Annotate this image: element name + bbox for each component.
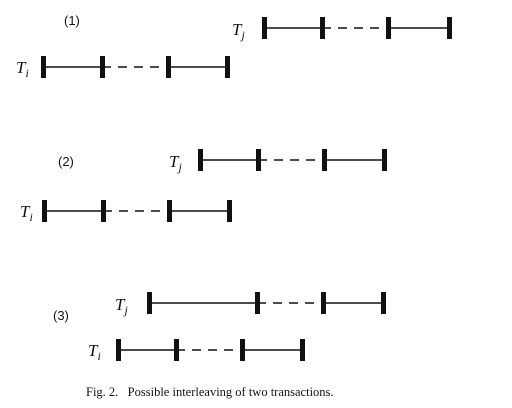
panel-1-ti-tick-1 xyxy=(41,56,46,78)
panel-1-ti-tick-2 xyxy=(100,56,105,78)
panel-3-tj-label: Tj xyxy=(115,295,128,317)
panel-3-tj-tick-1 xyxy=(147,292,152,314)
panel-3-label: (3) xyxy=(53,308,69,323)
panel-2-ti-label: Ti xyxy=(20,202,33,224)
panel-2-tj-label: Tj xyxy=(169,152,182,174)
panel-1: (1) Tj Ti xyxy=(16,13,452,80)
panel-2-tj-tick-2 xyxy=(256,149,261,171)
panel-1-ti-tick-3 xyxy=(166,56,171,78)
panel-2-row-tj: Tj xyxy=(169,149,387,174)
panel-2-tj-tick-1 xyxy=(198,149,203,171)
panel-2-label: (2) xyxy=(58,154,74,169)
figure-caption: Fig. 2. Possible interleaving of two tra… xyxy=(86,385,334,399)
panel-1-tj-tick-2 xyxy=(320,17,325,39)
panel-3-tj-tick-3 xyxy=(321,292,326,314)
panel-3-ti-tick-2 xyxy=(174,339,179,361)
panel-2-ti-tick-2 xyxy=(101,200,106,222)
panel-1-row-ti: Ti xyxy=(16,56,230,80)
panel-2: (2) Tj Ti xyxy=(20,149,387,224)
panel-3-ti-tick-1 xyxy=(116,339,121,361)
panel-3-row-ti: Ti xyxy=(88,339,305,363)
panel-2-tj-tick-3 xyxy=(322,149,327,171)
panel-2-tj-tick-4 xyxy=(382,149,387,171)
panel-3-ti-tick-4 xyxy=(300,339,305,361)
panel-1-ti-tick-4 xyxy=(225,56,230,78)
panel-3-ti-label: Ti xyxy=(88,341,101,363)
panel-1-label: (1) xyxy=(64,13,80,28)
panel-1-tj-label: Tj xyxy=(232,20,245,42)
panel-2-row-ti: Ti xyxy=(20,200,232,224)
panel-1-row-tj: Tj xyxy=(232,17,452,42)
panel-3: (3) Tj Ti xyxy=(53,292,386,363)
panel-3-ti-tick-3 xyxy=(240,339,245,361)
panel-2-ti-tick-1 xyxy=(42,200,47,222)
panel-3-tj-tick-2 xyxy=(255,292,260,314)
panel-1-tj-tick-3 xyxy=(386,17,391,39)
panel-2-ti-tick-4 xyxy=(227,200,232,222)
panel-1-ti-label: Ti xyxy=(16,58,29,80)
panel-3-tj-tick-4 xyxy=(381,292,386,314)
panel-2-ti-tick-3 xyxy=(167,200,172,222)
panel-3-row-tj: Tj xyxy=(115,292,386,317)
panel-1-tj-tick-1 xyxy=(262,17,267,39)
panel-1-tj-tick-4 xyxy=(447,17,452,39)
